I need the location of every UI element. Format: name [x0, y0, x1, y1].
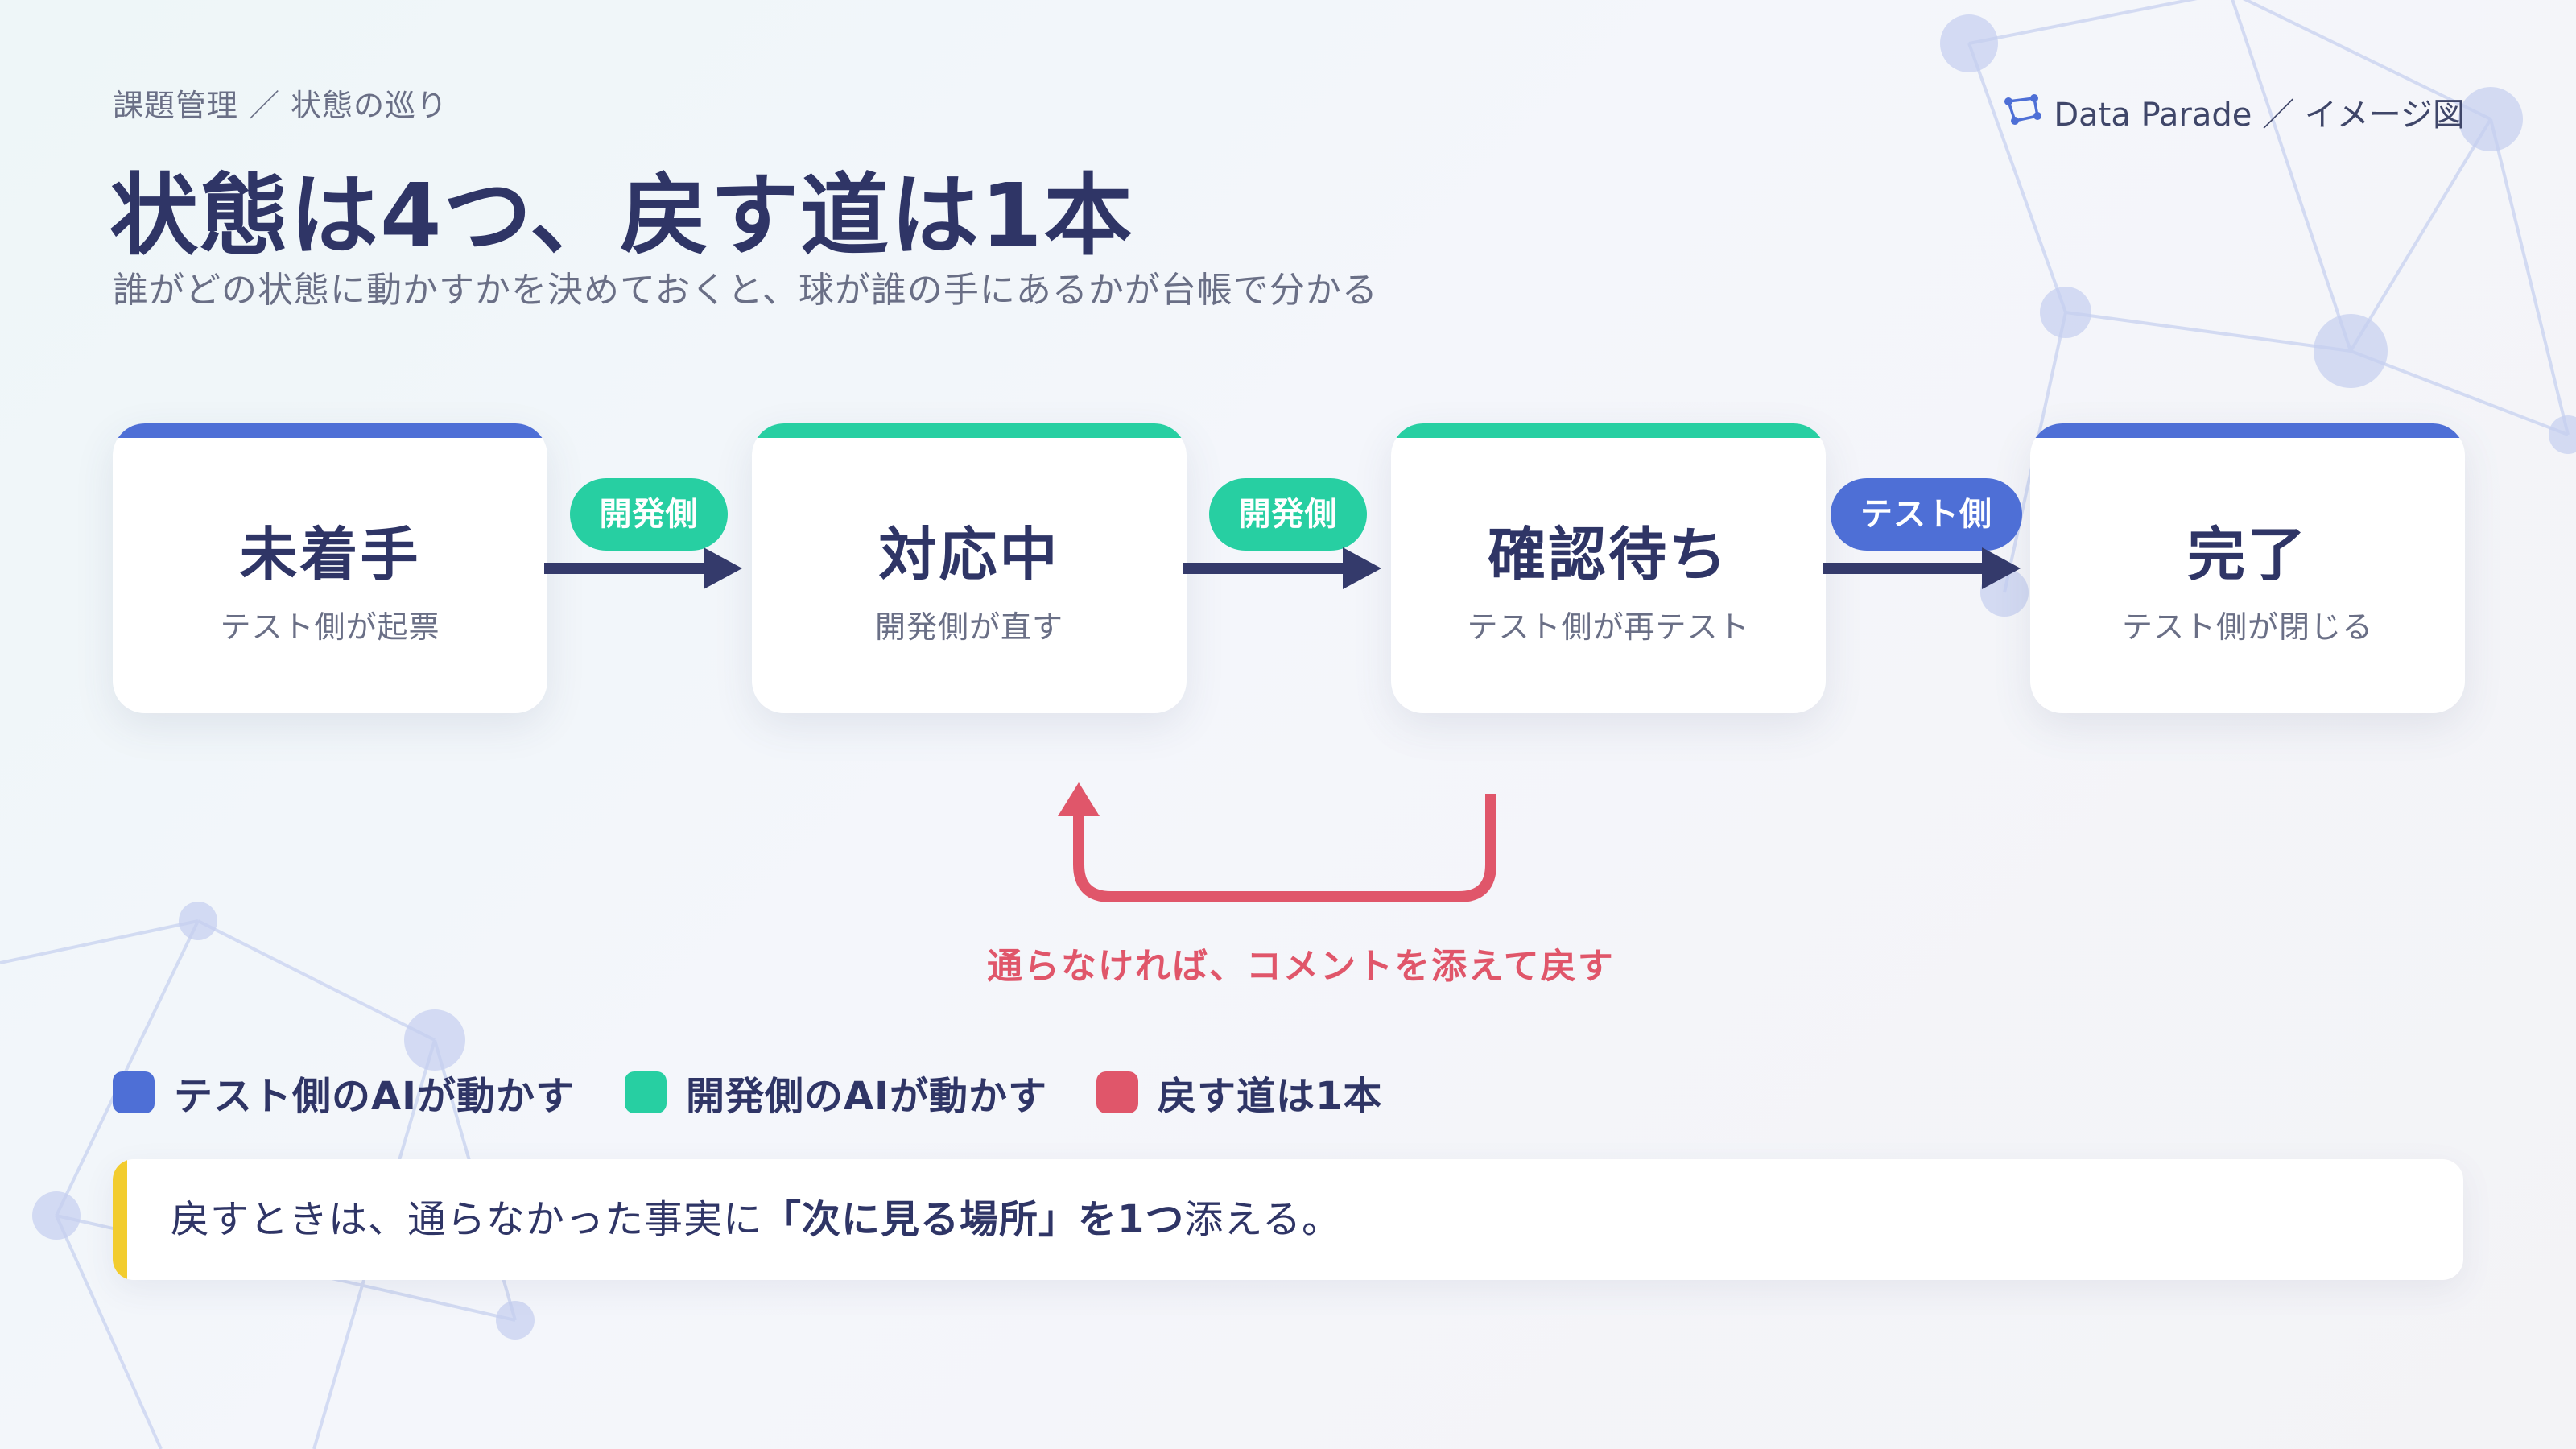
owner-color-bar — [113, 423, 547, 438]
brand: Data Parade ／ イメージ図 — [2002, 89, 2465, 135]
state-card-todo: 未着手 テスト側が起票 — [113, 423, 547, 713]
brand-label: Data Parade ／ イメージ図 — [2054, 97, 2465, 134]
breadcrumb: 課題管理 ／ 状態の巡り — [113, 88, 448, 123]
legend-swatch — [1096, 1071, 1138, 1113]
note-callout: 戻すときは、通らなかった事実に「次に見る場所」を1つ添える。 — [113, 1159, 2463, 1280]
state-card-done: 完了 テスト側が閉じる — [2030, 423, 2465, 713]
note-text-emphasis: 「次に見る場所」を1つ — [762, 1197, 1185, 1242]
owner-color-bar — [752, 423, 1187, 438]
state-name: 未着手 — [239, 521, 421, 588]
state-name: 対応中 — [878, 521, 1060, 588]
legend-label: 開発側のAIが動かす — [686, 1074, 1048, 1119]
state-card-awaiting-review: 確認待ち テスト側が再テスト — [1391, 423, 1826, 713]
state-description: 開発側が直す — [874, 609, 1063, 645]
state-description: テスト側が起票 — [220, 609, 440, 645]
note-text-part: 添える。 — [1184, 1197, 1341, 1242]
page-title: 状態は4つ、戻す道は1本 — [109, 164, 1134, 267]
legend-item-dev: 開発側のAIが動かす — [625, 1064, 1047, 1121]
page-subtitle: 誰がどの状態に動かすかを決めておくと、球が誰の手にあるかが台帳で分かる — [113, 270, 1378, 311]
transition-pill-dev: 開発側 — [570, 478, 728, 551]
return-path-label: 通らなければ、コメントを添えて戻す — [987, 946, 1615, 987]
note-accent-bar — [113, 1159, 127, 1280]
owner-color-bar — [2030, 423, 2465, 438]
transition-pill-test: テスト側 — [1831, 478, 2022, 551]
state-description: テスト側が閉じる — [2121, 609, 2373, 645]
transition-pill-dev: 開発側 — [1209, 478, 1367, 551]
state-name: 完了 — [2186, 521, 2308, 588]
constellation-icon — [2004, 94, 2042, 125]
legend-swatch — [113, 1071, 155, 1113]
legend-swatch — [625, 1071, 667, 1113]
transition-arrow — [1183, 547, 1381, 589]
return-loop-arrow — [1058, 782, 1496, 902]
state-name: 確認待ち — [1487, 521, 1729, 588]
legend-item-return: 戻す道は1本 — [1096, 1064, 1382, 1121]
note-text: 戻すときは、通らなかった事実に「次に見る場所」を1つ添える。 — [171, 1159, 1341, 1280]
note-text-part: 戻すときは、通らなかった事実に — [171, 1197, 763, 1242]
transition-arrow — [544, 547, 742, 589]
legend-label: テスト側のAIが動かす — [174, 1074, 576, 1119]
state-card-in-progress: 対応中 開発側が直す — [752, 423, 1187, 713]
legend-item-test: テスト側のAIが動かす — [113, 1064, 575, 1121]
legend-label: 戻す道は1本 — [1158, 1074, 1383, 1119]
state-description: テスト側が再テスト — [1467, 609, 1750, 645]
owner-color-bar — [1391, 423, 1826, 438]
transition-arrow — [1823, 547, 2021, 589]
